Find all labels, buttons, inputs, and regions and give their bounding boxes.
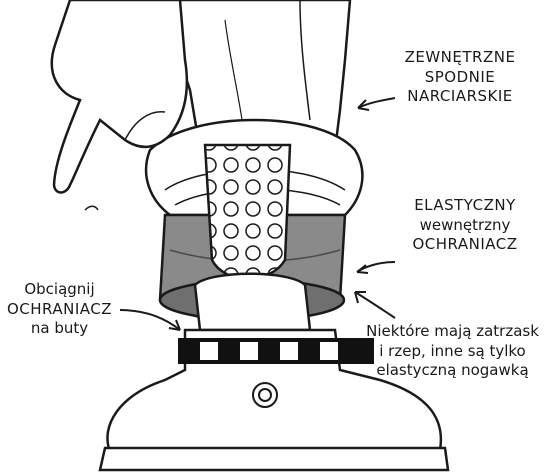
boot-buckle (253, 383, 277, 407)
boot-sole (100, 448, 448, 470)
label-line: ZEWNĘTRZNE (385, 48, 535, 68)
label-line: NARCIARSKIE (385, 87, 535, 107)
polka-dot-leg (205, 145, 290, 279)
label-line: OCHRANIACZ (2, 300, 117, 320)
label-line: Obciągnij (2, 280, 117, 300)
label-fasteners-note: Niektóre mają zatrzask i rzep, inne są t… (355, 322, 550, 381)
label-line: wewnętrzny (390, 216, 540, 236)
label-line: OCHRANIACZ (390, 235, 540, 255)
label-pull-over-boots: Obciągnij OCHRANIACZ na buty (2, 280, 117, 339)
label-line: i rzep, inne są tylko (355, 342, 550, 362)
arrow-pull-over (120, 310, 180, 330)
label-outer-ski-pants: ZEWNĘTRZNE SPODNIE NARCIARSKIE (385, 48, 535, 107)
label-line: ELASTYCZNY (390, 196, 540, 216)
label-line: elastyczną nogawką (355, 361, 550, 381)
boot-strap-band (178, 338, 374, 364)
label-line: na buty (2, 319, 117, 339)
label-line: Niektóre mają zatrzask (355, 322, 550, 342)
arrow-fasteners (355, 292, 395, 318)
label-elastic-inner-gaiter: ELASTYCZNY wewnętrzny OCHRANIACZ (390, 196, 540, 255)
label-line: SPODNIE (385, 68, 535, 88)
